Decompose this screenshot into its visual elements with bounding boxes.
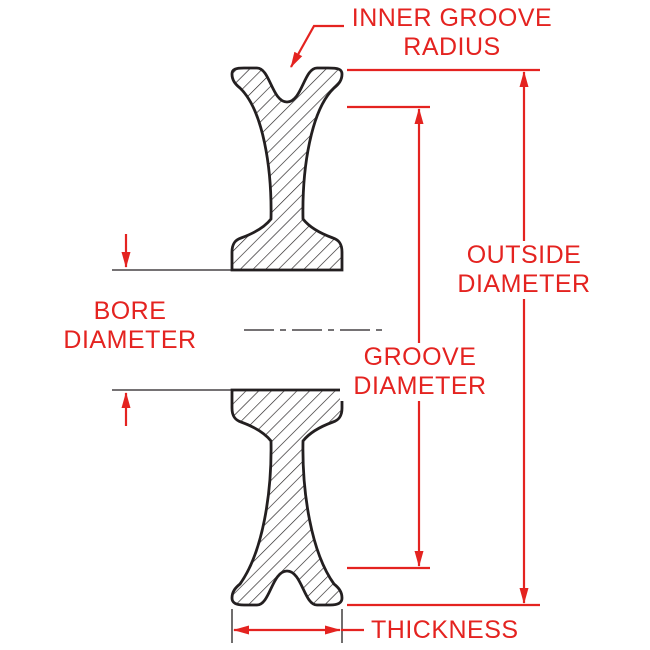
pulley-upper-half-section — [230, 66, 344, 272]
label-outside-diameter: OUTSIDE DIAMETER — [446, 241, 602, 299]
label-thickness: THICKNESS — [371, 616, 519, 644]
label-groove-diameter: GROOVE DIAMETER — [340, 343, 500, 401]
pulley-cross-section — [112, 66, 384, 607]
pulley-lower-half-section — [230, 388, 344, 607]
outside-diameter-dimension — [347, 68, 540, 607]
thickness-dimension — [231, 609, 364, 643]
inner-groove-radius-leader — [290, 24, 344, 68]
groove-diameter-dimension — [347, 105, 430, 570]
label-bore-diameter: BORE DIAMETER — [63, 297, 197, 354]
igr-leader-line — [290, 24, 344, 68]
label-inner-groove-radius: INNER GROOVE RADIUS — [351, 4, 553, 61]
